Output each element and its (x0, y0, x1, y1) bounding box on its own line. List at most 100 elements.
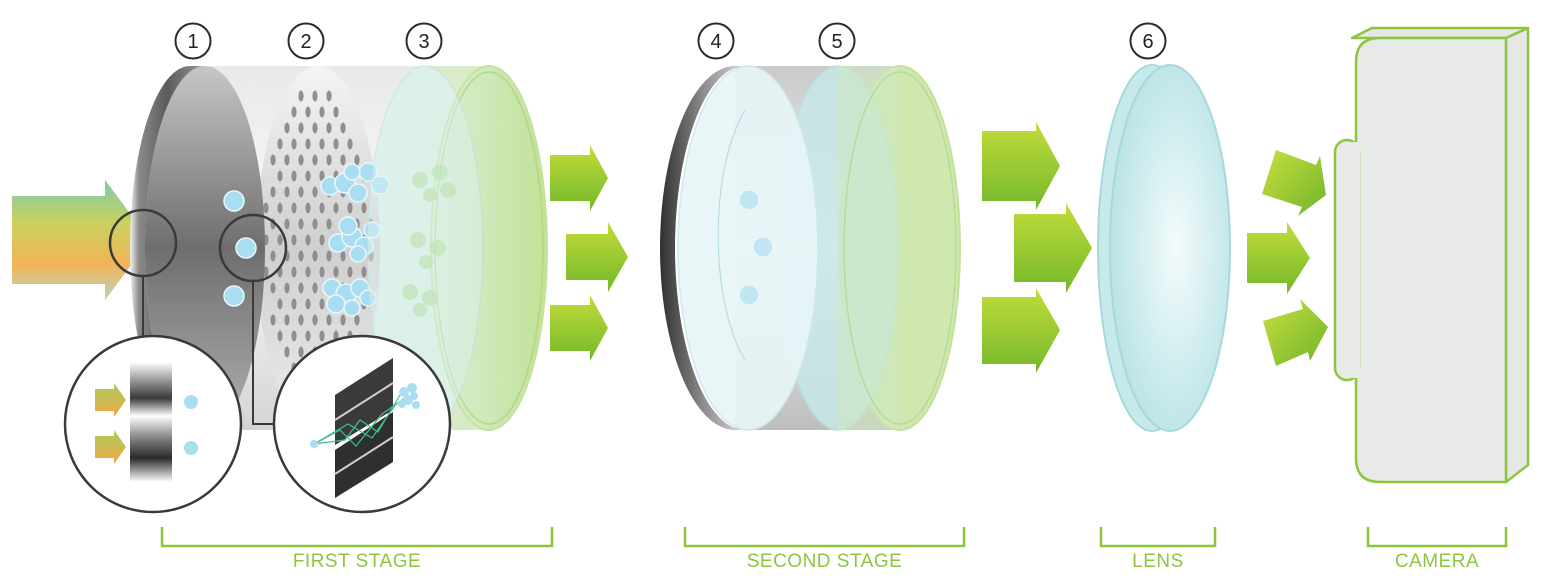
marker-4: 4 (697, 22, 735, 60)
perforation-hole (312, 314, 318, 326)
perforation-hole (277, 170, 283, 182)
perforation-hole (312, 282, 318, 294)
perforation-hole (298, 282, 304, 294)
perforation-hole (354, 314, 360, 326)
perforation-hole (298, 186, 304, 198)
input-air-arrow (12, 180, 150, 300)
perforation-hole (319, 106, 325, 118)
perforation-hole (263, 202, 269, 214)
perforation-hole (326, 218, 332, 230)
svg-text:5: 5 (831, 31, 842, 53)
label-second-stage: SECOND STAGE (746, 551, 903, 572)
perforation-hole (298, 154, 304, 166)
output-arrow-bottom-2 (982, 288, 1060, 373)
output-arrow-middle-3 (1247, 222, 1310, 294)
perforation-hole (277, 138, 283, 150)
perforation-hole (333, 266, 339, 278)
perforation-hole (319, 330, 325, 342)
perforation-hole (277, 234, 283, 246)
perforation-hole (305, 106, 311, 118)
perforation-hole (319, 298, 325, 310)
perforation-hole (361, 202, 367, 214)
perforation-hole (291, 330, 297, 342)
perforation-hole (291, 138, 297, 150)
perforation-hole (347, 138, 353, 150)
perforation-hole (312, 90, 318, 102)
perforation-hole (326, 122, 332, 134)
perforation-hole (284, 346, 290, 358)
perforation-hole (340, 122, 346, 134)
marker-2: 2 (287, 22, 325, 60)
perforation-hole (284, 218, 290, 230)
perforation-hole (270, 282, 276, 294)
perforation-hole (326, 90, 332, 102)
bracket-lens (1099, 527, 1217, 548)
perforation-hole (277, 298, 283, 310)
svg-text:1: 1 (187, 31, 198, 53)
zoom-droplet-paths (313, 394, 406, 447)
perforation-hole (270, 314, 276, 326)
perforation-hole (319, 266, 325, 278)
perforation-hole (270, 154, 276, 166)
perforation-hole (305, 202, 311, 214)
svg-text:3: 3 (418, 31, 429, 53)
perforation-hole (361, 266, 367, 278)
perforation-hole (326, 154, 332, 166)
bracket-camera (1366, 527, 1508, 548)
perforation-hole (298, 314, 304, 326)
zoom-arrow-bottom (95, 430, 126, 464)
perforation-hole (333, 138, 339, 150)
output-arrow-top-3 (1262, 150, 1326, 216)
perforation-hole (291, 298, 297, 310)
output-arrow-bottom (550, 295, 608, 361)
perforation-hole (270, 250, 276, 262)
perforation-hole (319, 170, 325, 182)
perforation-hole (284, 122, 290, 134)
filter-3-green-disc (367, 65, 548, 431)
zoom-callout-2 (218, 213, 452, 514)
perforation-hole (347, 202, 353, 214)
label-camera: CAMERA (1394, 551, 1480, 572)
perforation-hole (312, 122, 318, 134)
perforation-hole (312, 154, 318, 166)
marker-3: 3 (405, 22, 443, 60)
perforation-hole (284, 154, 290, 166)
output-arrow-top (550, 145, 608, 211)
output-arrow-top-2 (982, 122, 1060, 210)
perforation-hole (340, 250, 346, 262)
captured-droplets-green-filter (402, 164, 456, 317)
water-droplets-disc-1 (223, 190, 257, 307)
perforation-hole (312, 186, 318, 198)
svg-text:2: 2 (300, 31, 311, 53)
perforation-hole (305, 330, 311, 342)
zoom-arrow-top (95, 383, 126, 417)
perforation-hole (270, 186, 276, 198)
second-stage-output-arrows (982, 122, 1092, 373)
svg-text:4: 4 (710, 31, 721, 53)
perforation-hole (326, 250, 332, 262)
output-arrow-middle-2 (1014, 203, 1092, 293)
perforation-hole (305, 138, 311, 150)
perforation-hole (333, 202, 339, 214)
perforation-hole (340, 154, 346, 166)
perforation-hole (298, 250, 304, 262)
marker-5: 5 (818, 22, 856, 60)
perforation-hole (277, 202, 283, 214)
water-droplet-clusters (320, 162, 390, 317)
perforation-hole (333, 106, 339, 118)
perforation-hole (312, 218, 318, 230)
label-lens: LENS (1132, 551, 1184, 572)
zoom-droplet-top (184, 395, 198, 409)
perforation-hole (305, 234, 311, 246)
bracket-first-stage (160, 527, 554, 548)
perforation-hole (298, 122, 304, 134)
perforation-hole (305, 170, 311, 182)
perforation-hole (319, 202, 325, 214)
perforation-hole (291, 106, 297, 118)
perforation-hole (319, 138, 325, 150)
marker-1: 1 (174, 22, 212, 60)
bracket-second-stage (683, 527, 966, 548)
perforation-hole (298, 90, 304, 102)
